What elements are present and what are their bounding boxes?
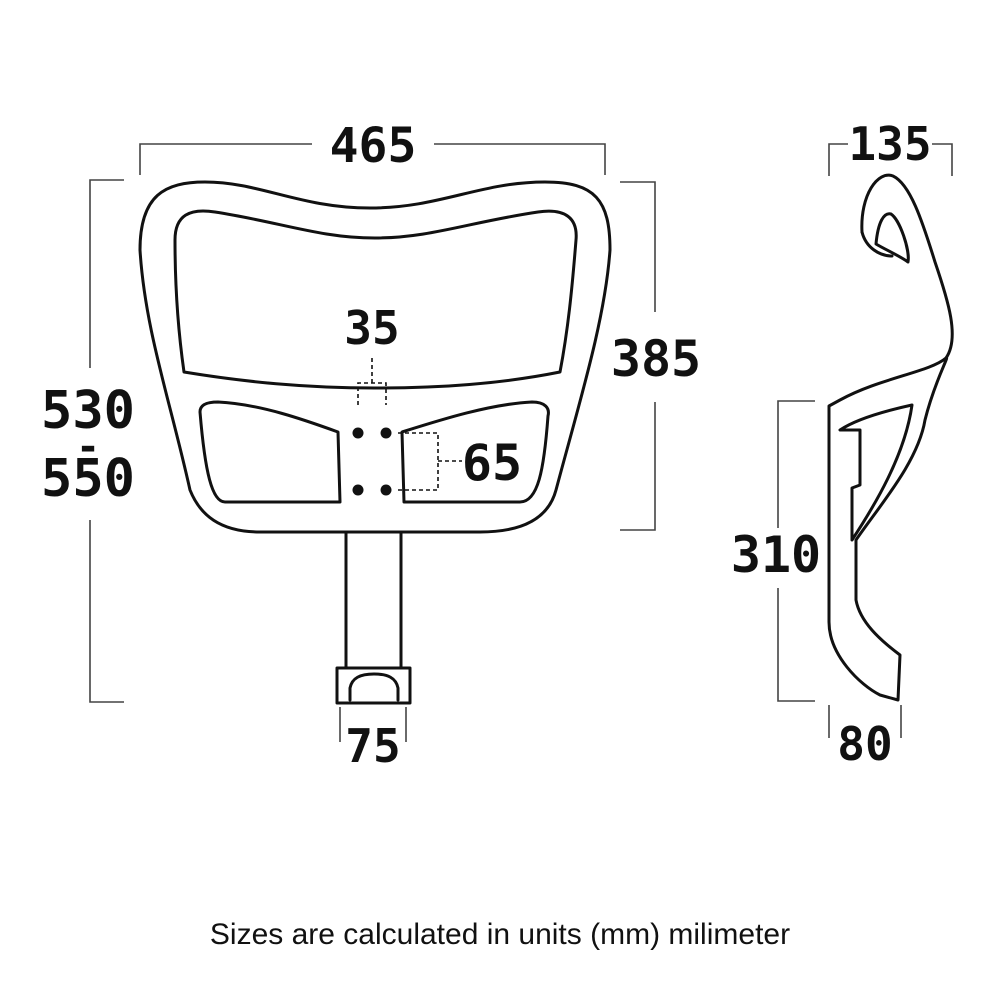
- front-lower-right-opening: [400, 400, 550, 504]
- side-profile-outer: [827, 173, 954, 702]
- mount-hole-bottom-left: [352, 484, 364, 496]
- side-hook-tip: [860, 230, 894, 258]
- side-bracket-inner: [838, 403, 914, 542]
- mount-hole-top-right: [380, 427, 392, 439]
- hole-spacing-horizontal-bracket: [357, 382, 387, 405]
- width-dim-line-right: [434, 143, 606, 175]
- units-caption: Sizes are calculated in units (mm) milim…: [209, 918, 791, 951]
- stem-width-dim-label: 75: [345, 719, 400, 773]
- side-hook-inner: [874, 212, 910, 264]
- frame-height-dim-label: 385: [611, 330, 701, 388]
- side-height-dim-label: 310: [731, 526, 821, 584]
- front-stem: [335, 530, 412, 705]
- front-lower-left-opening: [198, 400, 342, 504]
- frame-height-dim-bottom: [620, 402, 656, 531]
- front-view: [138, 180, 612, 705]
- side-height-dim-top: [777, 400, 815, 528]
- side-depth-dim-label: 135: [848, 117, 931, 171]
- total-height-dim-top: [89, 179, 124, 368]
- side-depth-dim-left: [828, 143, 848, 176]
- total-height-min-label: 530: [41, 381, 135, 441]
- total-height-separator: -: [76, 424, 100, 470]
- front-frame-outer: [138, 180, 612, 534]
- side-depth-dim-right: [932, 143, 953, 176]
- mount-hole-top-left: [352, 427, 364, 439]
- width-dim-line-left: [139, 143, 312, 175]
- mount-hole-bottom-right: [380, 484, 392, 496]
- total-height-dim-bottom: [89, 520, 124, 703]
- front-stem-slot: [348, 672, 400, 702]
- side-view: [827, 173, 954, 702]
- front-dimensions: 465 385 530 - 550 35 65 75: [41, 118, 701, 773]
- hole-spacing-horizontal-label: 35: [344, 301, 399, 355]
- frame-height-dim-top: [620, 181, 656, 312]
- side-height-dim-bottom: [777, 588, 815, 702]
- total-height-max-label: 550: [41, 449, 135, 509]
- side-dimensions: 135 310 80: [731, 117, 953, 771]
- side-width-dim-label: 80: [837, 717, 892, 771]
- width-dim-label: 465: [330, 118, 417, 174]
- front-upper-opening: [173, 209, 578, 390]
- hole-spacing-vertical-label: 65: [462, 434, 522, 492]
